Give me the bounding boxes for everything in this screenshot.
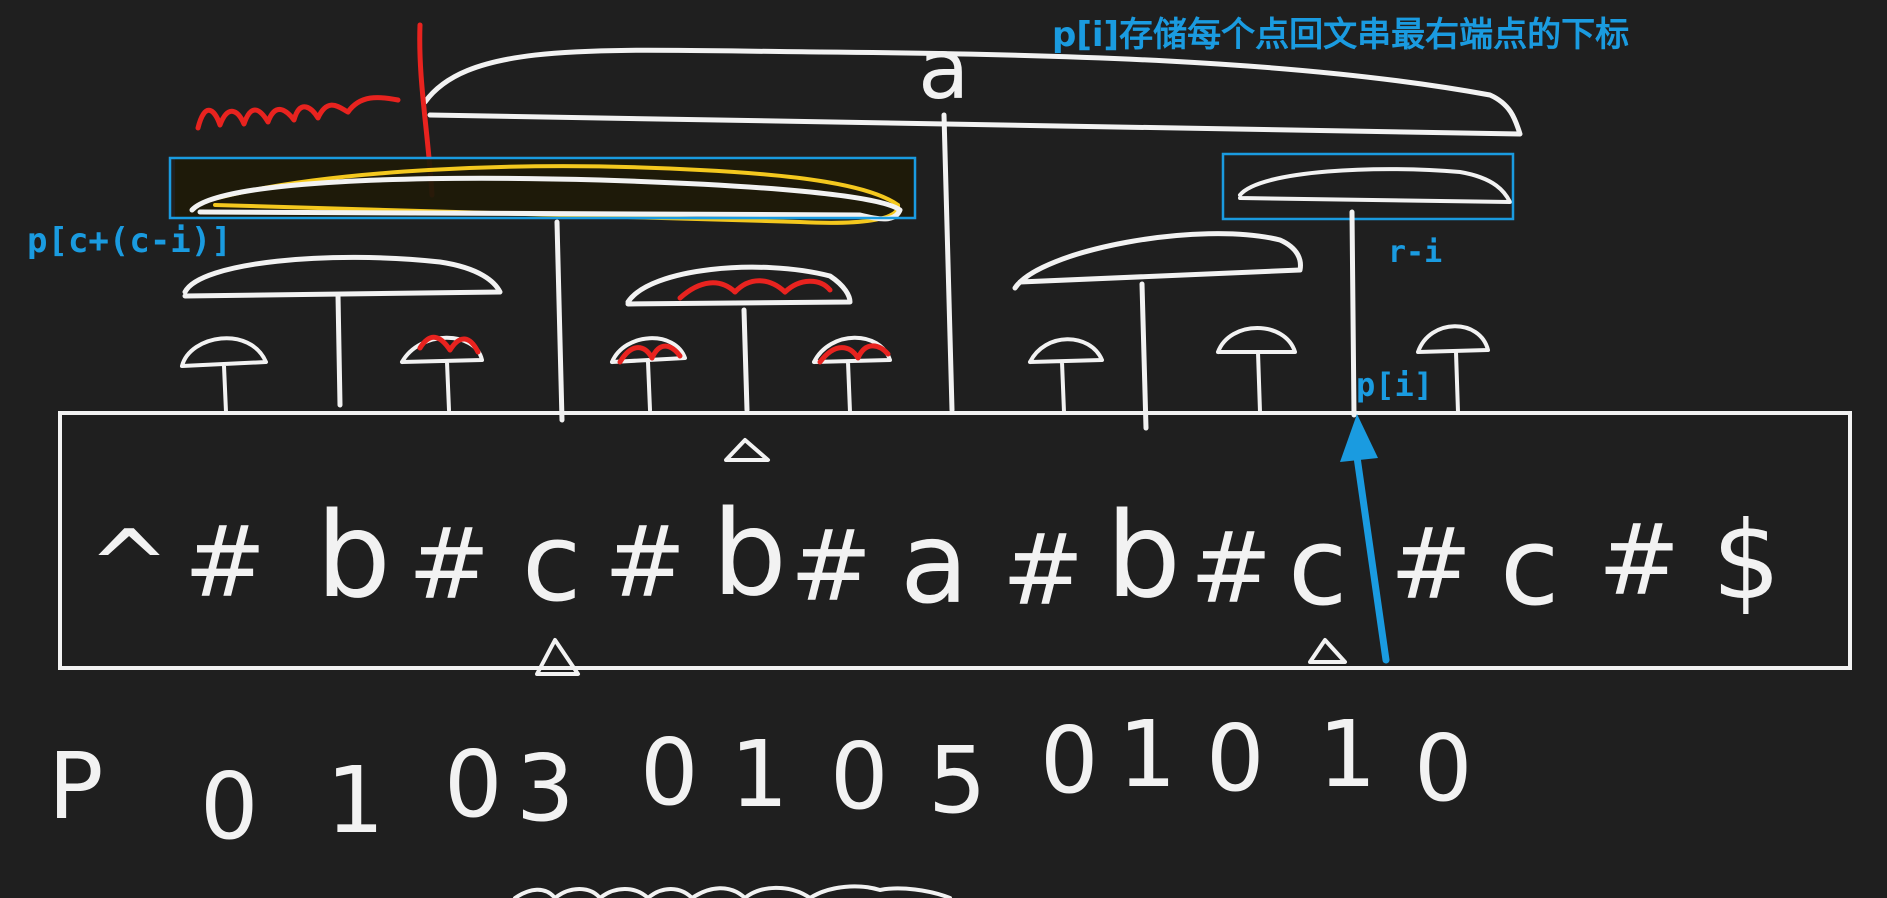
- char-14: c: [1500, 505, 1559, 630]
- right-mid-arc: [1012, 231, 1303, 291]
- blue-arrow-shaft: [1352, 446, 1390, 664]
- left-mid-arc: [182, 254, 503, 299]
- mushroom-5: [1028, 337, 1104, 414]
- outer-palindrome-arc: [422, 47, 1523, 137]
- stem-2: [554, 219, 565, 423]
- char-2: b: [316, 486, 391, 624]
- char-9: #: [1002, 514, 1084, 628]
- p-value-0: 0: [200, 753, 259, 860]
- mushroom-2-scribble: [417, 334, 481, 355]
- char-13: #: [1390, 508, 1472, 622]
- p-value-1: 1: [326, 747, 385, 854]
- stem-1: [335, 292, 343, 408]
- p-value-8: 0: [1040, 707, 1099, 814]
- right-small-arc: [1238, 167, 1512, 204]
- p-value-7: 5: [928, 727, 987, 834]
- char-10: b: [1106, 486, 1181, 624]
- char-16: $: [1712, 499, 1781, 624]
- p-value-11: 1: [1318, 701, 1377, 808]
- p-value-10: 0: [1206, 705, 1265, 812]
- radius-label: r-i: [1388, 235, 1442, 270]
- char-0: ^: [88, 510, 170, 624]
- p-value-12: 0: [1414, 715, 1473, 822]
- p-row-label: P: [48, 733, 103, 840]
- char-11: #: [1190, 512, 1272, 626]
- stem-center: [941, 112, 955, 413]
- p-value-5: 1: [730, 721, 789, 828]
- char-3: #: [408, 508, 490, 622]
- bottom-edge-scribble: [513, 884, 952, 898]
- stem-5: [1349, 209, 1357, 418]
- stem-4: [1139, 281, 1149, 431]
- char-15: #: [1598, 504, 1680, 618]
- mirror-box: [168, 156, 917, 220]
- p-values-row: 0 1 0 3 0 1 0 5 0 1 0 1 0: [200, 701, 1473, 860]
- triangle-marker-3: [1308, 638, 1347, 664]
- mushroom-6: [1216, 326, 1297, 414]
- p-value-4: 0: [640, 719, 699, 826]
- triangle-marker-2: [724, 438, 770, 462]
- center-mid-arc: [625, 264, 853, 307]
- mushroom-3-scribble: [617, 343, 683, 365]
- center-letter-a: a: [918, 20, 969, 118]
- char-4: c: [522, 501, 581, 626]
- char-12: c: [1288, 505, 1347, 630]
- red-squiggle: [195, 95, 401, 131]
- char-6: b: [712, 484, 787, 622]
- mushroom-1: [180, 336, 268, 414]
- p-value-9: 1: [1118, 701, 1177, 808]
- p-value-2: 0: [444, 731, 503, 838]
- string-box: [58, 411, 1852, 670]
- p-value-6: 0: [830, 723, 889, 830]
- mushroom-7: [1416, 324, 1490, 414]
- mushroom-2: [400, 335, 484, 412]
- triangle-marker-1: [535, 638, 580, 676]
- center-mid-scribble: [677, 278, 833, 301]
- title-annotation: p[i]存储每个点回文串最右端点的下标: [1052, 15, 1629, 55]
- mirror-palindrome-arc: [189, 175, 903, 222]
- mushroom-4: [812, 335, 892, 414]
- pointer-label: p[i]: [1356, 366, 1433, 404]
- char-1: #: [184, 506, 266, 620]
- mushroom-4-scribble: [817, 343, 891, 365]
- char-7: #: [790, 510, 872, 624]
- right-box: [1221, 152, 1515, 221]
- stem-3: [741, 307, 750, 413]
- p-value-3: 3: [516, 735, 575, 842]
- mushroom-3: [610, 336, 687, 412]
- blue-arrow-head: [1340, 414, 1378, 462]
- char-8: a: [900, 499, 969, 629]
- char-5: #: [604, 506, 686, 620]
- mirror-label: p[c+(c-i)]: [27, 221, 232, 261]
- string-row: ^ # b # c # b # a # b # c # c # $: [88, 484, 1781, 630]
